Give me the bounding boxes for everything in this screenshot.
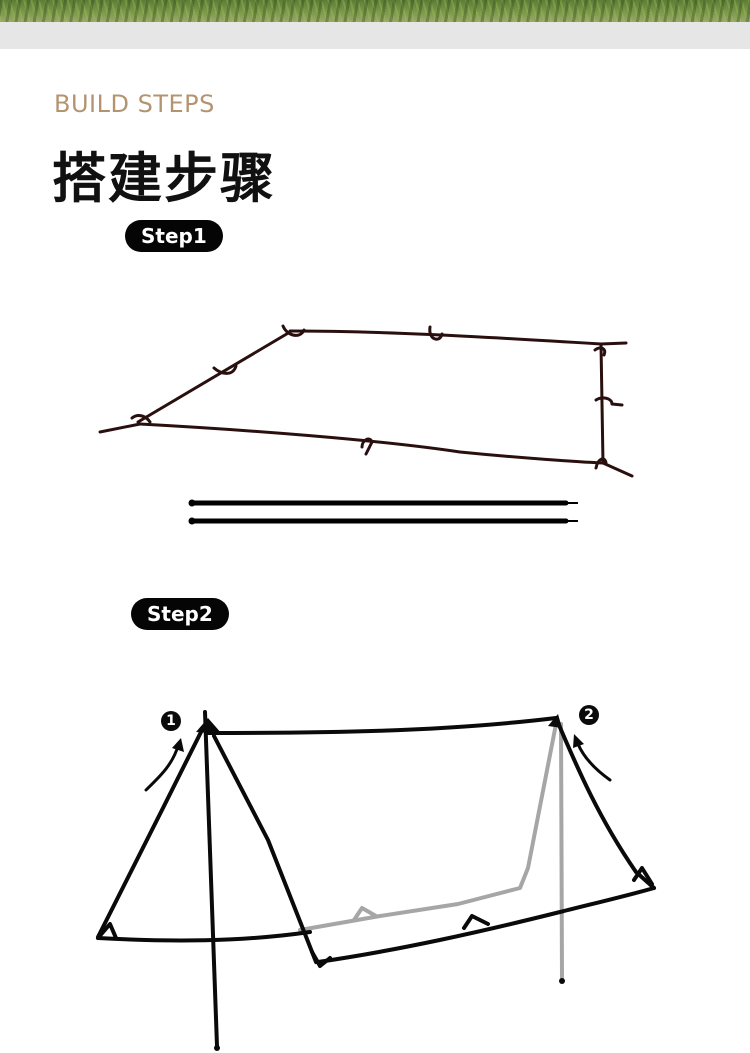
corner-loop bbox=[130, 413, 152, 424]
pole-icon bbox=[188, 517, 578, 525]
corner-loop bbox=[593, 346, 607, 357]
ground-edge-left bbox=[96, 930, 312, 943]
hidden-tie bbox=[352, 906, 378, 922]
pole-icon bbox=[203, 710, 220, 1051]
left-peak-cap bbox=[196, 718, 222, 734]
rear-right-side bbox=[554, 716, 656, 890]
tarp-edge-top-left bbox=[136, 330, 292, 424]
tarp-edge-top bbox=[288, 329, 628, 346]
tarp-a-frame-illustration bbox=[96, 716, 656, 968]
arrow-head bbox=[573, 734, 584, 748]
ridge-line bbox=[206, 716, 558, 735]
tie-loop bbox=[212, 364, 238, 375]
marker-1: 1 bbox=[161, 711, 181, 731]
section-title: 搭建步骤 bbox=[52, 147, 276, 210]
corner-loop bbox=[310, 950, 332, 968]
right-peak-cap bbox=[548, 714, 562, 728]
corner-loop bbox=[96, 922, 118, 940]
tie-loop bbox=[462, 914, 490, 930]
pole-icon bbox=[188, 499, 578, 507]
step1-badge: Step1 bbox=[125, 220, 223, 252]
corner-loop bbox=[594, 457, 608, 470]
tarp-flat-illustration bbox=[98, 324, 634, 478]
hidden-rear-pole bbox=[559, 722, 564, 982]
ground-edge-right bbox=[316, 886, 656, 964]
tarp-edge-bottom bbox=[138, 422, 634, 478]
section-subtitle: BUILD STEPS bbox=[54, 90, 215, 118]
step2-badge: Step2 bbox=[131, 598, 229, 630]
corner-loop bbox=[632, 866, 654, 886]
tarp-hidden-edges bbox=[298, 722, 564, 982]
divider-band bbox=[0, 22, 750, 49]
hidden-back-edge bbox=[298, 722, 558, 932]
tie-loop bbox=[360, 437, 374, 456]
grass-photo-strip bbox=[0, 0, 750, 22]
curved-arrow-icon bbox=[144, 744, 180, 792]
tie-loop bbox=[281, 324, 306, 337]
front-right-side bbox=[212, 734, 318, 964]
marker-2: 2 bbox=[579, 705, 599, 725]
front-left-side bbox=[96, 728, 204, 939]
curved-arrow-icon bbox=[576, 742, 612, 782]
tie-loop bbox=[428, 325, 444, 341]
arrow-head bbox=[172, 738, 184, 752]
tie-loop bbox=[594, 396, 624, 407]
tarp-edge-left-tail bbox=[98, 422, 142, 434]
tarp-edge-right bbox=[599, 342, 605, 465]
pole-foot bbox=[559, 978, 565, 984]
